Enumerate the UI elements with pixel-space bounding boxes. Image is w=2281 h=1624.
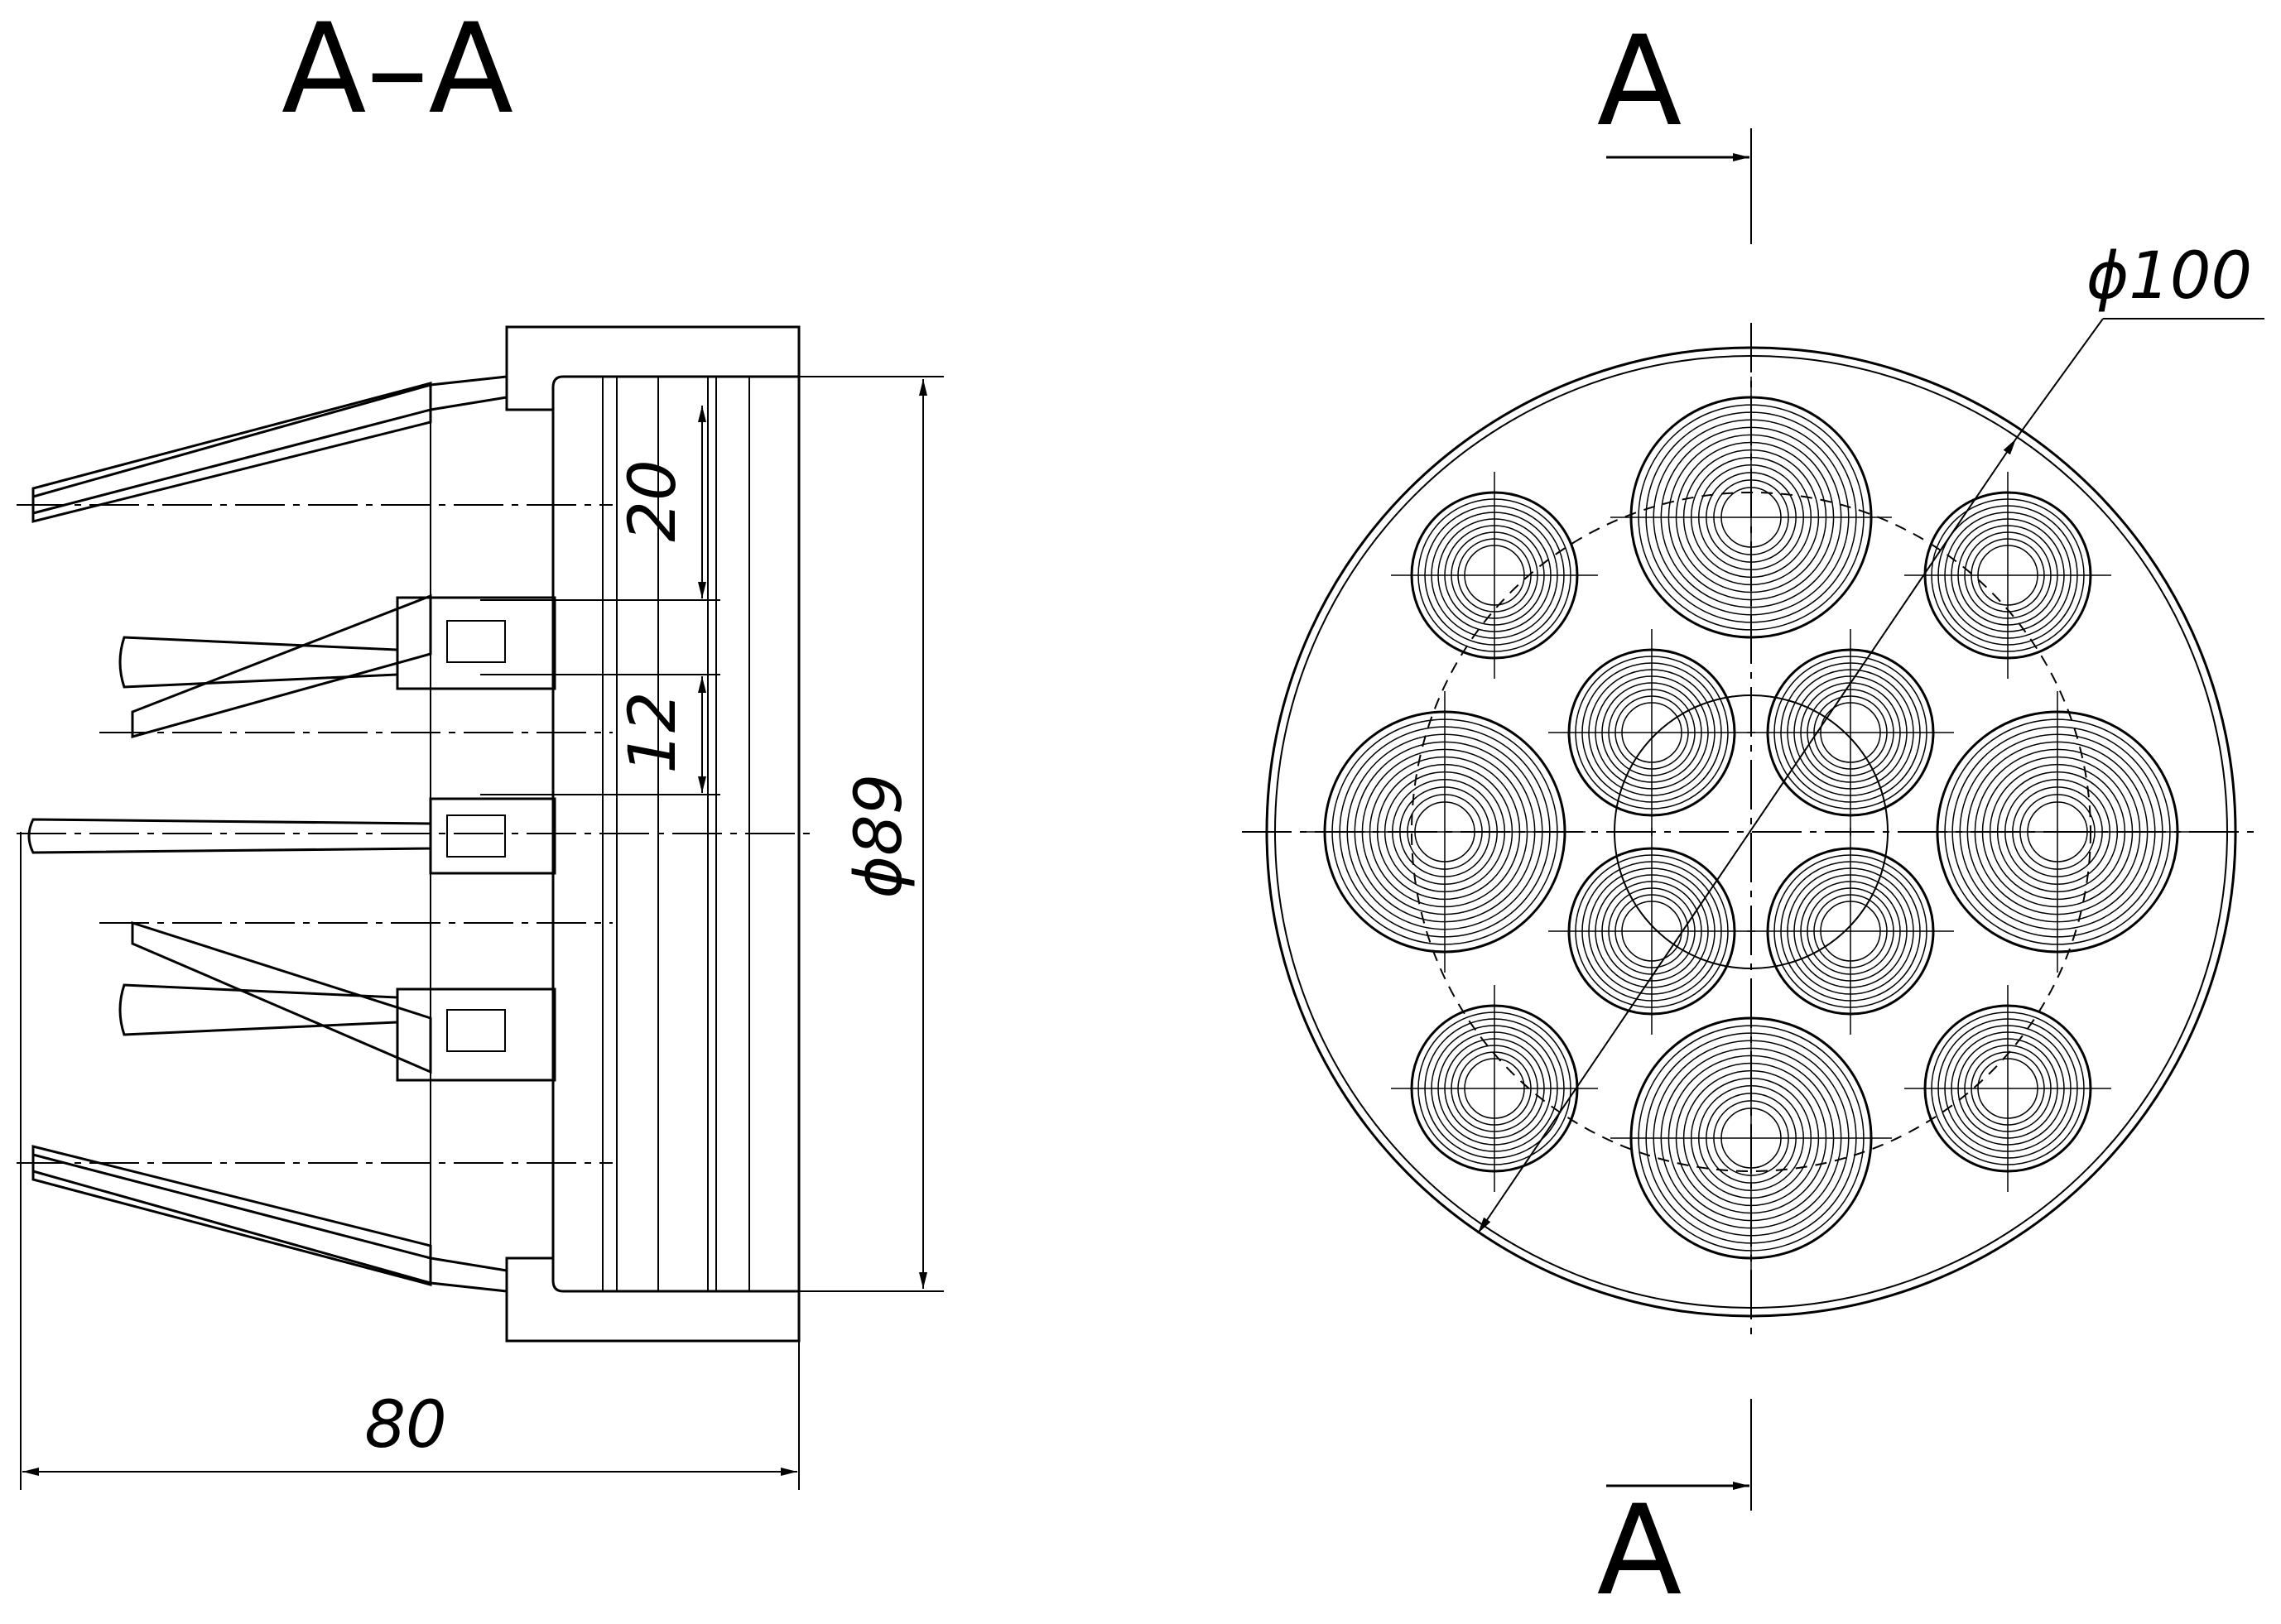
dim-width-label: 80 bbox=[364, 1388, 446, 1463]
cone-wall-top bbox=[31, 382, 432, 523]
dim-pitch-inner-label: 12 bbox=[616, 691, 691, 773]
plan-view: A A ϕ100 bbox=[1242, 10, 2264, 1623]
port-5 bbox=[1391, 472, 1598, 679]
port-8 bbox=[1904, 985, 2111, 1192]
flange-bottom bbox=[505, 1256, 801, 1343]
dim-diameter-label: ϕ89 bbox=[842, 774, 917, 899]
plan-diameter-label: ϕ100 bbox=[2086, 239, 2252, 314]
port-12 bbox=[1747, 828, 1954, 1035]
cone-wall-bottom bbox=[31, 1145, 432, 1286]
dim-pitch-outer-label: 20 bbox=[616, 459, 691, 541]
port-9 bbox=[1548, 629, 1755, 836]
nozzle-stub-2 bbox=[27, 797, 556, 875]
port-6 bbox=[1904, 472, 2111, 679]
port-7 bbox=[1391, 985, 1598, 1192]
plan-label-top: A bbox=[1597, 10, 1682, 154]
port-11 bbox=[1548, 828, 1755, 1035]
nozzle-stub-1 bbox=[118, 596, 556, 690]
inner-cone-1 bbox=[131, 593, 432, 738]
flange-top bbox=[505, 325, 801, 411]
section-view: A–A 80 ϕ89 20 12 bbox=[17, 0, 944, 1490]
nozzle-stub-3 bbox=[118, 983, 556, 1082]
plan-label-bottom: A bbox=[1597, 1479, 1682, 1623]
port-10 bbox=[1747, 629, 1954, 836]
section-title: A–A bbox=[282, 0, 513, 142]
